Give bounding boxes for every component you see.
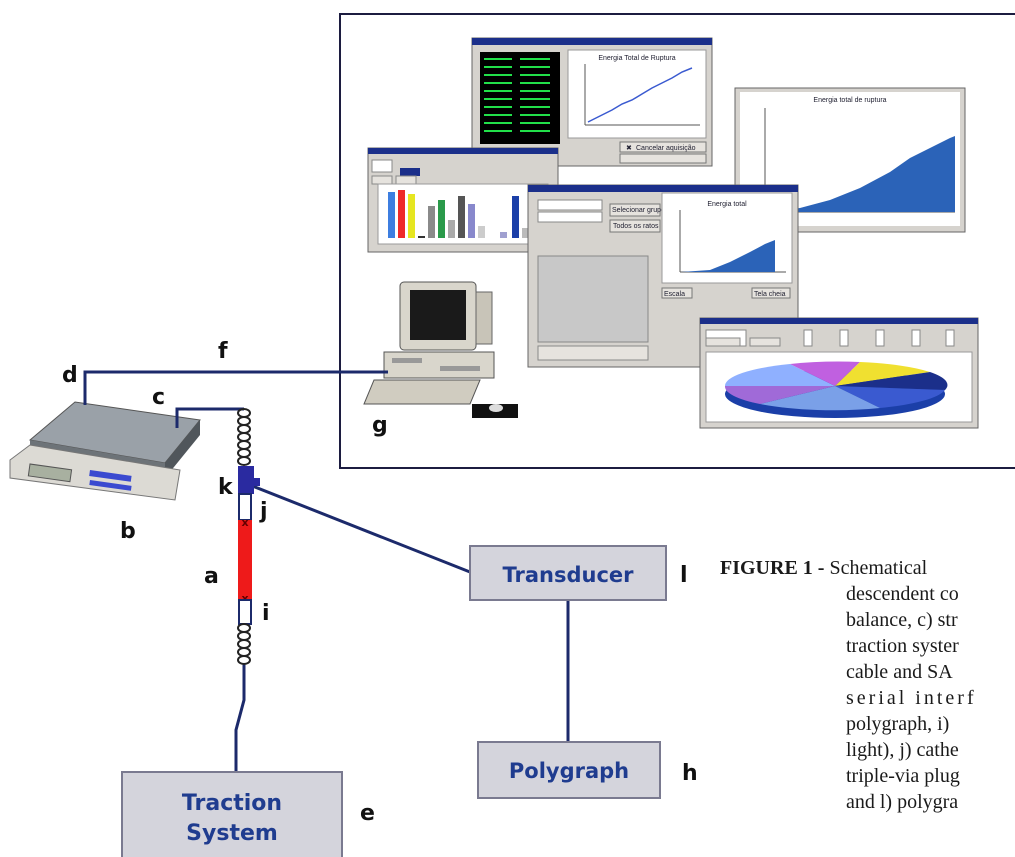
caption-line: triple-via plug bbox=[846, 765, 960, 787]
transducer-label: Transducer bbox=[502, 563, 634, 587]
transducer-box: Transducer bbox=[469, 545, 667, 601]
select-group-button: Selecionar grupo bbox=[612, 207, 665, 214]
polygraph-box: Polygraph bbox=[477, 741, 661, 799]
label-i: i bbox=[262, 601, 270, 626]
figure-caption: FIGURE 1 - Schematical descendent co bal… bbox=[720, 555, 1015, 815]
caption-line: balance, c) str bbox=[846, 609, 958, 631]
window3-title: Energia total bbox=[707, 201, 747, 208]
svg-text:x: x bbox=[241, 516, 248, 529]
caption-line: descendent co bbox=[846, 583, 959, 605]
bar-chart-bars bbox=[388, 190, 539, 238]
label-b: b bbox=[120, 519, 136, 544]
caption-line: polygraph, i) bbox=[846, 713, 950, 735]
label-e: e bbox=[360, 801, 375, 826]
cable-f bbox=[83, 370, 388, 405]
label-j: j bbox=[259, 499, 268, 524]
svg-text:✖: ✖ bbox=[626, 145, 632, 152]
catheter-lower bbox=[238, 599, 252, 625]
lower-spring bbox=[237, 623, 251, 665]
label-f: f bbox=[218, 339, 228, 364]
window1-title: Energia Total de Ruptura bbox=[598, 55, 675, 62]
pie-chart-window bbox=[699, 317, 979, 429]
caption-prefix: FIGURE 1 - bbox=[720, 557, 825, 579]
all-rats-button: Todos os ratos bbox=[613, 223, 659, 230]
label-c: c bbox=[152, 385, 165, 410]
svg-text:x: x bbox=[241, 592, 248, 605]
window2-title: Energia total de ruptura bbox=[813, 97, 886, 104]
caption-line: traction syster bbox=[846, 635, 959, 657]
caption-line: light), j) cathe bbox=[846, 739, 959, 761]
caption-line: cable and SA bbox=[846, 661, 953, 683]
caption-line: Schematical bbox=[829, 557, 928, 579]
label-k: k bbox=[218, 475, 234, 500]
polygraph-label: Polygraph bbox=[509, 759, 629, 783]
pie-chart bbox=[724, 361, 948, 418]
traction-label-line2: System bbox=[186, 821, 278, 846]
cable-c bbox=[175, 407, 244, 428]
scale-button: Escala bbox=[664, 291, 685, 298]
label-l: l bbox=[680, 563, 688, 588]
traction-system-box: Traction System bbox=[121, 771, 343, 857]
cancel-acquisition-button: Cancelar aquisição bbox=[636, 145, 696, 152]
upper-spring bbox=[237, 408, 251, 466]
label-h: h bbox=[682, 761, 698, 786]
label-g: g bbox=[372, 413, 388, 438]
specimen bbox=[238, 520, 252, 600]
acquisition-window: Energia Total de Ruptura ✖ Cancelar aqui… bbox=[471, 37, 713, 167]
triple-via-plug bbox=[238, 466, 254, 494]
balance-icon bbox=[9, 401, 201, 501]
transducer-cable bbox=[249, 483, 471, 574]
full-screen-button: Tela cheia bbox=[754, 291, 786, 298]
caption-line: serial interf bbox=[846, 687, 977, 709]
traction-cable bbox=[234, 664, 246, 776]
wires bbox=[83, 370, 570, 776]
traction-label-line1: Traction bbox=[182, 791, 282, 816]
computer-icon bbox=[363, 281, 518, 418]
label-d: d bbox=[62, 363, 78, 388]
caption-line: and l) polygra bbox=[846, 791, 959, 813]
label-a: a bbox=[204, 564, 219, 589]
